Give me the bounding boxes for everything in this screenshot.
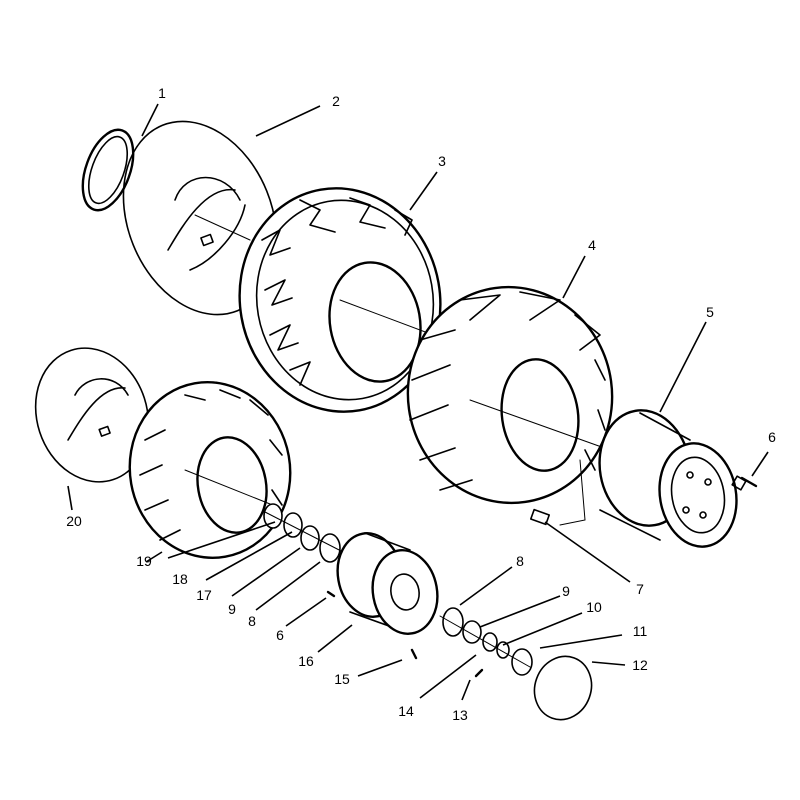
part-fasteners-front [326,590,418,660]
callout-19: 19 [136,553,152,569]
callout-18: 18 [172,571,188,587]
callout-labels: 1 2 3 4 5 6 7 8 9 10 11 12 13 14 15 16 6… [66,85,776,723]
leader-lines [67,103,769,701]
callout-12: 12 [632,657,648,673]
callout-7: 7 [636,581,644,597]
callout-8-left: 8 [248,613,256,629]
callout-9-left: 9 [228,601,236,617]
callout-3: 3 [438,153,446,169]
callout-20: 20 [66,513,82,529]
callout-6-front-bolt: 6 [276,627,284,643]
callout-16: 16 [298,653,314,669]
part-rim-ring [81,128,135,212]
part-lug-tire [406,285,614,505]
callout-14: 14 [398,703,414,719]
callout-11: 11 [633,623,648,639]
callout-2: 2 [332,93,340,109]
part-bearing-stack-left [263,503,346,563]
part-hub-cap [533,655,593,721]
part-lug-bolt-rear [731,475,758,491]
callout-8-right: 8 [516,553,524,569]
callout-13: 13 [452,707,468,723]
callout-17: 17 [196,587,212,603]
callout-10: 10 [586,599,602,615]
callout-5: 5 [706,304,714,320]
part-wheel-rim-rear [598,409,738,548]
part-inner-tube-rear [122,120,278,316]
callout-6-rear-bolt: 6 [768,429,776,445]
callout-15: 15 [334,671,350,687]
part-wheel-rim-front [336,532,439,635]
callout-1: 1 [158,85,166,101]
part-bearing-stack-right [439,607,533,676]
part-front-tire [128,381,292,559]
part-inner-tube-front [34,347,150,483]
callout-9-right: 9 [562,583,570,599]
part-valve-stem [529,459,586,526]
callout-4: 4 [588,237,596,253]
part-turf-tire [238,187,461,413]
part-cotter-pin [474,668,484,678]
